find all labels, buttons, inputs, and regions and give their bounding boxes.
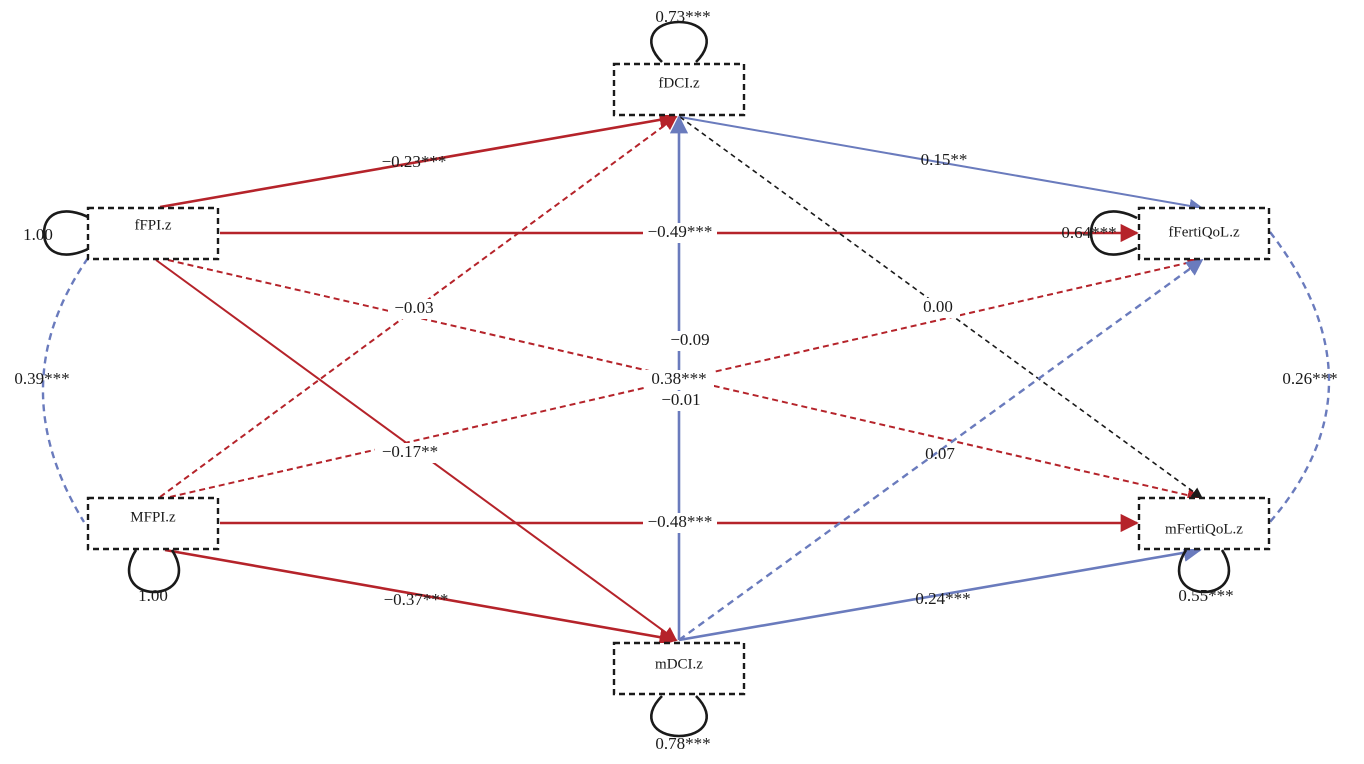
label-MFPI-mFertiQoL: −0.48*** (648, 512, 713, 531)
label-variance-fDCI: 0.73*** (655, 7, 710, 26)
label-mDCI-mFertiQoL: 0.24*** (915, 589, 970, 608)
covariance-arc-right (1269, 231, 1331, 523)
label-bg (644, 370, 714, 390)
path-line (159, 110, 678, 209)
variance-loops (42, 20, 1231, 738)
label-extra: −0.17** (382, 442, 438, 461)
node-label: mFertiQoL.z (1165, 521, 1243, 537)
node-MFPI: MFPI.z (86, 496, 220, 551)
label-covariance-left: 0.39*** (14, 369, 69, 388)
variance-loop-mDCI (650, 695, 708, 738)
node-label: mDCI.z (655, 656, 703, 672)
variance-loop-fDCI (650, 20, 708, 63)
node-mDCI: mDCI.z (612, 641, 746, 696)
label-bg (388, 299, 440, 319)
label-variance-mFertiQoL: 0.55*** (1178, 586, 1233, 605)
path-fFPI-fDCI (159, 110, 678, 209)
covariance-arc-left (41, 257, 89, 523)
path-MFPI-fFertiQoL (169, 256, 1202, 498)
label-variance-fFertiQoL: 0.64*** (1061, 223, 1116, 242)
label-bg (643, 223, 717, 243)
label-fFPI-mFertiQoL: −0.09 (670, 330, 709, 349)
label-fFPI-fFertiQoL: −0.49*** (648, 222, 713, 241)
label-variance-fFPI: 1.00 (23, 225, 53, 244)
path-line (169, 256, 1202, 498)
path-labels: −0.23*** −0.49*** −0.09 −0.03 −0.01 −0.4… (375, 150, 971, 609)
node-mFertiQoL: mFertiQoL.z (1137, 496, 1271, 551)
covariance-labels: 0.39*** 0.26*** (14, 369, 1337, 388)
path-line (678, 543, 1202, 642)
variance-loop-fFPI (42, 210, 91, 256)
variance-loop-mFertiQoL (1177, 549, 1231, 594)
node-box (86, 496, 220, 551)
node-fFPI: fFPI.z (86, 206, 220, 261)
node-label: fFertiQoL.z (1168, 224, 1240, 240)
node-label: MFPI.z (130, 509, 176, 525)
covariance-arcs (41, 231, 1331, 523)
label-variance-MFPI: 1.00 (138, 586, 168, 605)
label-MFPI-mDCI: −0.37*** (384, 590, 449, 609)
label-mDCI-fDCI: 0.38*** (651, 369, 706, 388)
path-line (679, 116, 1204, 213)
label-bg (660, 331, 718, 351)
label-MFPI-fFertiQoL: −0.01 (661, 390, 700, 409)
path-fFPI-mFertiQoL (167, 259, 1202, 502)
node-box (1137, 496, 1271, 551)
node-box (1137, 206, 1271, 261)
label-fDCI-fFertiQoL: 0.15** (921, 150, 968, 169)
node-label: fDCI.z (658, 75, 700, 91)
path-line (167, 259, 1202, 502)
label-bg (643, 513, 717, 533)
node-fDCI: fDCI.z (612, 62, 746, 117)
variance-labels: 0.73*** 1.00 1.00 0.78*** 0.64*** 0.55**… (23, 7, 1234, 753)
node-fFertiQoL: fFertiQoL.z (1137, 206, 1271, 261)
node-label: fFPI.z (134, 217, 171, 233)
node-box (86, 206, 220, 261)
path-line (164, 548, 678, 647)
label-fDCI-mFertiQoL: 0.00 (923, 297, 953, 316)
node-box (612, 62, 746, 117)
variance-loop-MFPI (127, 549, 181, 594)
label-bg (655, 391, 707, 411)
node-box (612, 641, 746, 696)
label-mDCI-fFertiQoL: 0.07 (925, 444, 955, 463)
label-MFPI-fDCI: −0.03 (394, 298, 433, 317)
label-bg (916, 298, 960, 318)
path-fDCI-fFertiQoL (679, 116, 1204, 213)
label-variance-mDCI: 0.78*** (655, 734, 710, 753)
label-bg (375, 443, 445, 463)
label-fFPI-fDCI: −0.23*** (382, 152, 447, 171)
path-mDCI-mFertiQoL (678, 543, 1202, 642)
label-covariance-right: 0.26*** (1282, 369, 1337, 388)
path-MFPI-mDCI (164, 548, 678, 647)
variance-loop-fFertiQoL (1089, 210, 1138, 256)
